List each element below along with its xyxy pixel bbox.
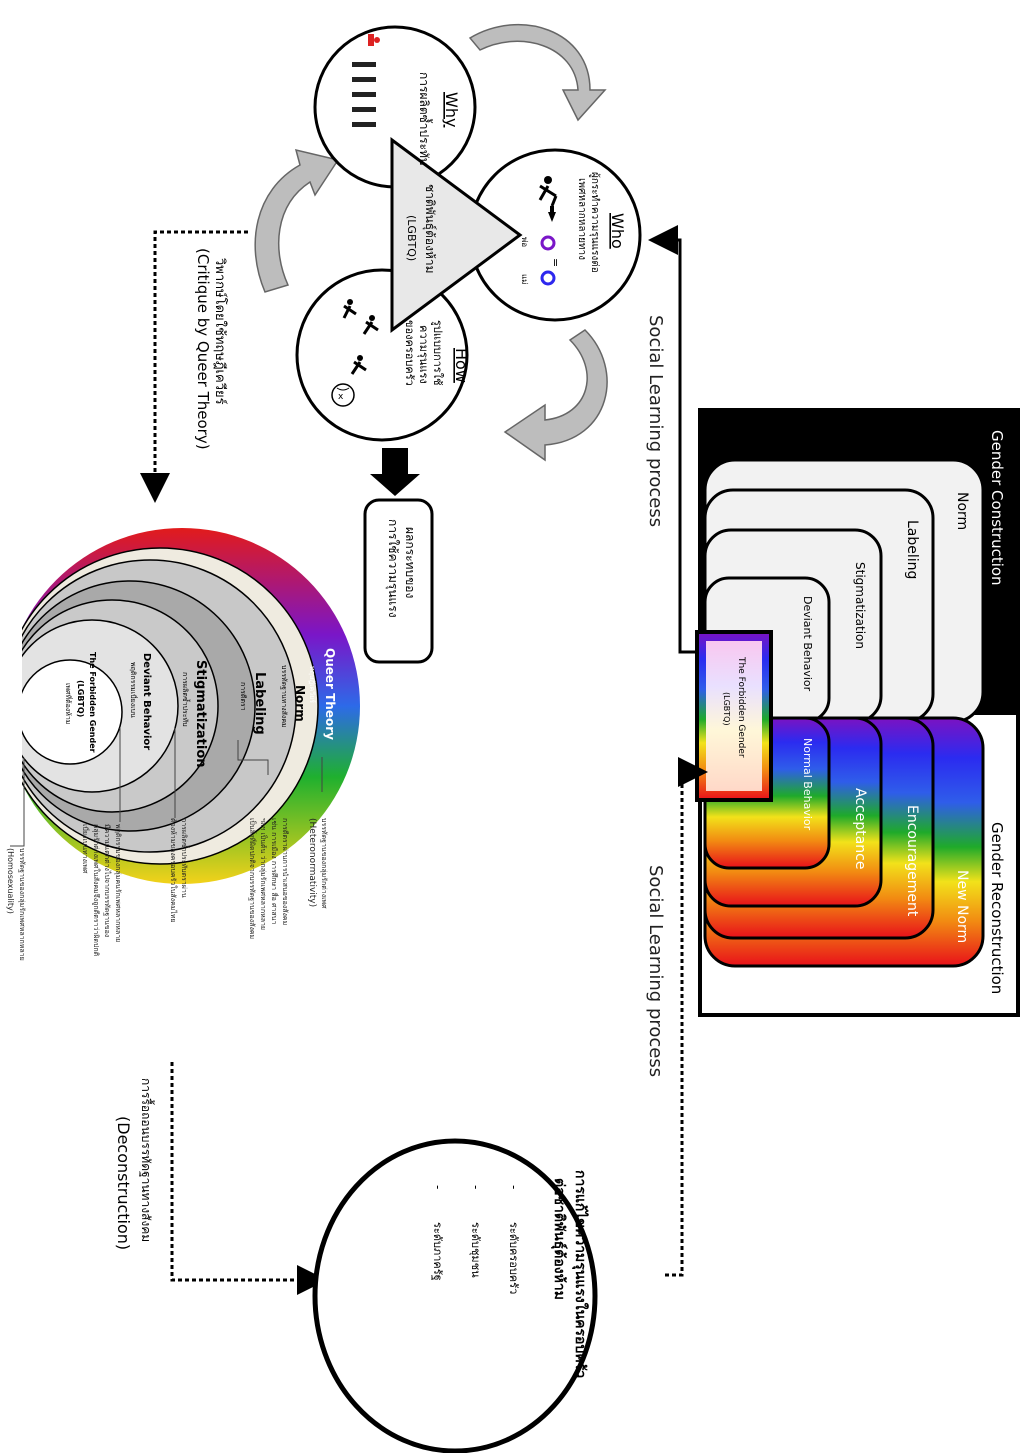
- annotation-4-line3: กลุ่มรักต่างเพศในสังคมจึงถูกตีตราว่าผิดป…: [92, 824, 101, 957]
- annotation-1-line1: บรรทัดฐานของกลุ่มรักต่างเพศ: [320, 818, 328, 909]
- arrow-panel-to-cycle: [648, 225, 697, 654]
- annotation-2-line1: การตีตราผ่านการนำเสนอของสังคม: [281, 818, 289, 925]
- annotation-1-line2: (Heteronormativity): [307, 818, 317, 907]
- how-line3: ของครอบครัว: [403, 320, 416, 386]
- solution-title-line1: การแก้ไขความรุนแรงในครอบครัว: [572, 1170, 590, 1378]
- violence-figure-icon: [538, 176, 558, 207]
- annotation-2-line2: เช่น การเมือง การศึกษา สื่อ ศาสนา: [270, 818, 279, 924]
- cycle-arrow-left: [254, 148, 340, 293]
- annotation-5-line2: (Homosexuality): [6, 848, 15, 914]
- annotation-5: บรรทัดฐานของกลุ่มรักเพศหลากหลาย (Homosex…: [6, 848, 26, 961]
- annotation-leaders: [10, 728, 323, 847]
- arrow-critique: [140, 230, 248, 503]
- critique-english: (Critique by Queer Theory): [194, 248, 212, 450]
- who-mark-mother: แม่: [520, 274, 529, 284]
- equals-icon: =: [549, 258, 562, 267]
- annotation-4-line2: มีความแตกต่างไปจากบรรทัดฐานของ: [103, 824, 112, 937]
- triangle-center-line2: (LGBTQ): [405, 215, 418, 261]
- construction-level-stigmatization: Stigmatization: [853, 562, 867, 649]
- solution-bullet-2-dash: -: [469, 1185, 483, 1189]
- annotation-2-line4: เป็นสิ่งที่ผิดปกติจากบรรทัดฐานของสังคม: [248, 818, 257, 939]
- outcome-line1: ผลกระทบของ: [403, 527, 417, 598]
- annotation-3: การผลิตซ้ำประทับตราผ่าน ต้องห้ามของครอบค…: [169, 818, 191, 923]
- reconstruction-level-encouragement: Encouragement: [904, 805, 920, 917]
- construction-level-deviant: Deviant Behavior: [801, 596, 814, 692]
- arrow-down-icon: [548, 206, 556, 222]
- annotation-4-line1: พฤติกรรมของกลุ่มคนรักเพศหลากหลาย: [114, 824, 122, 942]
- center-forbidden-line2: (LGBTQ): [76, 680, 85, 717]
- solution-bullet-1-dash: -: [507, 1185, 521, 1189]
- ring-stigmatization-thai: การผลิตซ้ำประทับ: [181, 672, 192, 727]
- arrow-deconstruction: [170, 1062, 327, 1295]
- couple-symbol-icon: [540, 270, 556, 286]
- sad-face-icon: x: [331, 383, 355, 407]
- crowd-icon: [352, 34, 380, 127]
- construction-level-labeling: Labeling: [904, 520, 920, 579]
- ring-labeling: Labeling: [252, 672, 267, 735]
- cycle-arrow-top: [468, 23, 607, 122]
- annotation-4-line4: เบี่ยงเบนทางเพศ: [81, 824, 90, 874]
- svg-text:x: x: [338, 392, 344, 402]
- solution-circle: การแก้ไขความรุนแรงในครอบครัว ต่อชาติพันธ…: [312, 1138, 598, 1453]
- how-title: How: [452, 348, 471, 383]
- arrow-solution-to-panel: [665, 757, 708, 1277]
- gender-reconstruction-title: Gender Reconstruction: [988, 822, 1006, 994]
- annotation-3-line2: ต้องห้ามของครอบครัวในสังคมไทย: [169, 818, 178, 923]
- reconstruction-level-new-norm: New Norm: [954, 870, 970, 943]
- center-forbidden-line1: The Forbidden Gender: [88, 652, 97, 753]
- solution-title-line2: ต่อชาติพันธุ์ต้องห้าม: [551, 1178, 568, 1300]
- gay-symbol-icon: [540, 235, 556, 251]
- triangle-center-line1: ชาติพันธุ์ต้องห้าม: [422, 184, 437, 274]
- annotation-3-line1: การผลิตซ้ำประทับตราผ่าน: [180, 818, 191, 898]
- outcome-box: [363, 498, 434, 664]
- process-label-top: Social Learning process: [645, 315, 666, 527]
- ring-labeling-thai: การตีตรา: [239, 682, 247, 711]
- forbidden-box-line1: The Forbidden Gender: [736, 656, 746, 758]
- reconstruction-level-acceptance: Acceptance: [852, 788, 868, 869]
- solution-bullet-3-dash: -: [431, 1185, 445, 1189]
- deconstruction-thai: การรื้อถอนบรรทัดฐานทางสังคม: [139, 1078, 155, 1242]
- critique-thai: วิพากษ์โดยใช้ทฤษฎีเควียร์: [212, 257, 228, 404]
- annotation-5-line1: บรรทัดฐานของกลุ่มรักเพศหลากหลาย: [18, 848, 26, 961]
- who-title: Who: [608, 213, 627, 249]
- who-mark-father: พ่อ: [520, 237, 529, 247]
- queer-theory-title: Queer Theory: [323, 648, 337, 740]
- how-line1: รูปแบบการใช้: [431, 320, 444, 386]
- gender-construction-panel: Gender Construction Norm Labeling Stigma…: [695, 408, 1020, 1017]
- queer-theory-circles: Queer Theory ทฤษฎีเควียร์ Norm บรรทัดฐาน…: [0, 500, 360, 920]
- annotation-1: บรรทัดฐานของกลุ่มรักต่างเพศ (Heteronorma…: [307, 818, 328, 909]
- reconstruction-level-normal: Normal Behavior: [801, 738, 814, 831]
- who-line1: ผู้กระทำความรุนแรงต่อ: [589, 172, 601, 273]
- queer-theory-thai: ทฤษฎีเควียร์: [308, 666, 316, 703]
- fighting-figures-icon: [342, 299, 379, 375]
- ring-stigmatization: Stigmatization: [193, 660, 208, 768]
- outcome-line2: การใช้ความรุนแรง: [385, 519, 400, 618]
- solution-item-3: ระดับภาครัฐ: [431, 1222, 444, 1281]
- why-title: Why: [442, 92, 461, 127]
- center-triangle: [390, 137, 523, 333]
- ring-deviant-thai: พฤติกรรมเบี่ยงเบน: [129, 662, 138, 718]
- annotation-2-line3: ฯลฯ เป็นต้น ว่ากลุ่มรักเพศหลากหลาย: [259, 818, 268, 930]
- triangle-cycle: ชาติพันธุ์ต้องห้าม (LGBTQ) Why การผลิตซ้…: [254, 23, 642, 462]
- deconstruction-english: (Deconstruction): [114, 1116, 133, 1250]
- gender-construction-title: Gender Construction: [988, 430, 1006, 586]
- annotation-4: พฤติกรรมของกลุ่มคนรักเพศหลากหลาย มีความแ…: [81, 824, 122, 957]
- ring-norm: Norm: [293, 685, 307, 722]
- who-line2: เพศหลากหลายทาง: [576, 178, 587, 260]
- solution-item-1: ระดับครอบครัว: [507, 1222, 520, 1294]
- solution-item-2: ระดับชุมชน: [469, 1222, 482, 1278]
- forbidden-box-line2: (LGBTQ): [722, 692, 731, 726]
- annotation-2: การตีตราผ่านการนำเสนอของสังคม เช่น การเม…: [248, 818, 289, 939]
- center-forbidden-line3: เพศที่ต้องห้าม: [64, 683, 73, 724]
- cycle-arrow-right: [503, 329, 608, 462]
- process-label-bottom: Social Learning process: [645, 865, 666, 1077]
- how-line2: ความรุนแรง: [417, 325, 430, 384]
- why-text: การผลิตซ้ำประทับ: [417, 72, 433, 166]
- ring-deviant: Deviant Behavior: [141, 653, 152, 750]
- construction-level-norm: Norm: [954, 492, 970, 530]
- ring-norm-thai: บรรทัดฐานทางสังคม: [280, 665, 288, 728]
- arrow-to-outcome: [370, 448, 420, 496]
